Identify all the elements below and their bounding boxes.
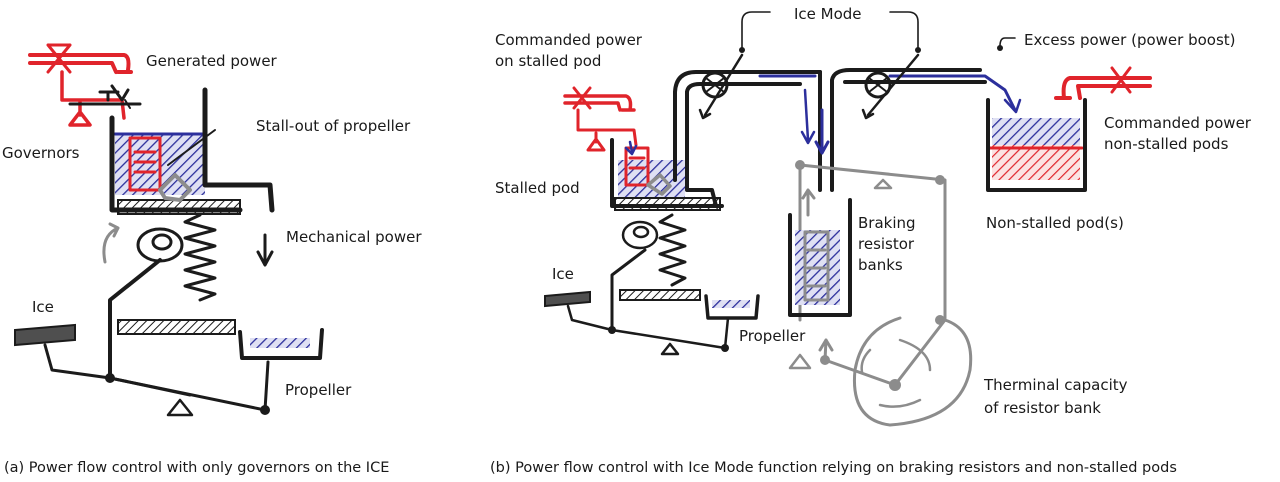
excess-power-pointer — [999, 37, 1016, 47]
thermal-capacity — [788, 315, 973, 427]
label-ice-mode: Ice Mode — [794, 5, 862, 23]
ice-mode-bracket — [741, 11, 919, 49]
label-braking-3: banks — [858, 256, 903, 274]
braking-resistor-bank — [788, 160, 947, 322]
ice-lever — [14, 323, 270, 417]
generated-power-pipe — [28, 43, 133, 127]
label-propeller-a: Propeller — [285, 381, 352, 399]
label-governors: Governors — [2, 144, 80, 162]
label-excess-power: Excess power (power boost) — [1024, 31, 1236, 49]
label-braking-2: resistor — [858, 235, 915, 253]
label-ice-b: Ice — [552, 265, 574, 283]
label-commanded-stalled-1: Commanded power — [495, 31, 643, 49]
label-commanded-nonstalled-1: Commanded power — [1104, 114, 1252, 132]
stalled-pod-tank — [610, 90, 724, 211]
caption-b: (b) Power flow control with Ice Mode fun… — [490, 460, 1177, 476]
label-propeller-b: Propeller — [739, 327, 806, 345]
spring-and-wheel — [102, 213, 236, 377]
label-braking-1: Braking — [858, 214, 916, 232]
panel-a: Generated power Governors Stall-out of p… — [2, 43, 422, 476]
label-ice-a: Ice — [32, 298, 54, 316]
label-thermal-1: Therminal capacity — [983, 376, 1128, 394]
label-commanded-stalled-2: on stalled pod — [495, 52, 601, 70]
label-stall-out: Stall-out of propeller — [256, 117, 411, 135]
propeller-tray — [238, 328, 324, 360]
label-stalled-pod: Stalled pod — [495, 179, 580, 197]
power-duct — [673, 53, 1022, 192]
mechanical-power-arrow-icon — [256, 233, 274, 267]
panel-b: Ice Mode Commanded power on stalled pod … — [490, 5, 1252, 476]
label-mechanical-power: Mechanical power — [286, 228, 422, 246]
label-commanded-nonstalled-2: non-stalled pods — [1104, 135, 1229, 153]
label-non-stalled-pods: Non-stalled pod(s) — [986, 214, 1124, 232]
governor-pointer-icon — [124, 99, 131, 109]
label-thermal-2: of resistor bank — [984, 399, 1101, 417]
ice-tank — [109, 87, 275, 215]
label-generated-power: Generated power — [146, 52, 278, 70]
stalled-pod-lever — [544, 213, 760, 356]
stalled-pod-supply — [563, 86, 638, 152]
caption-a: (a) Power flow control with only governo… — [4, 460, 389, 476]
non-stalled-pod — [986, 66, 1152, 192]
